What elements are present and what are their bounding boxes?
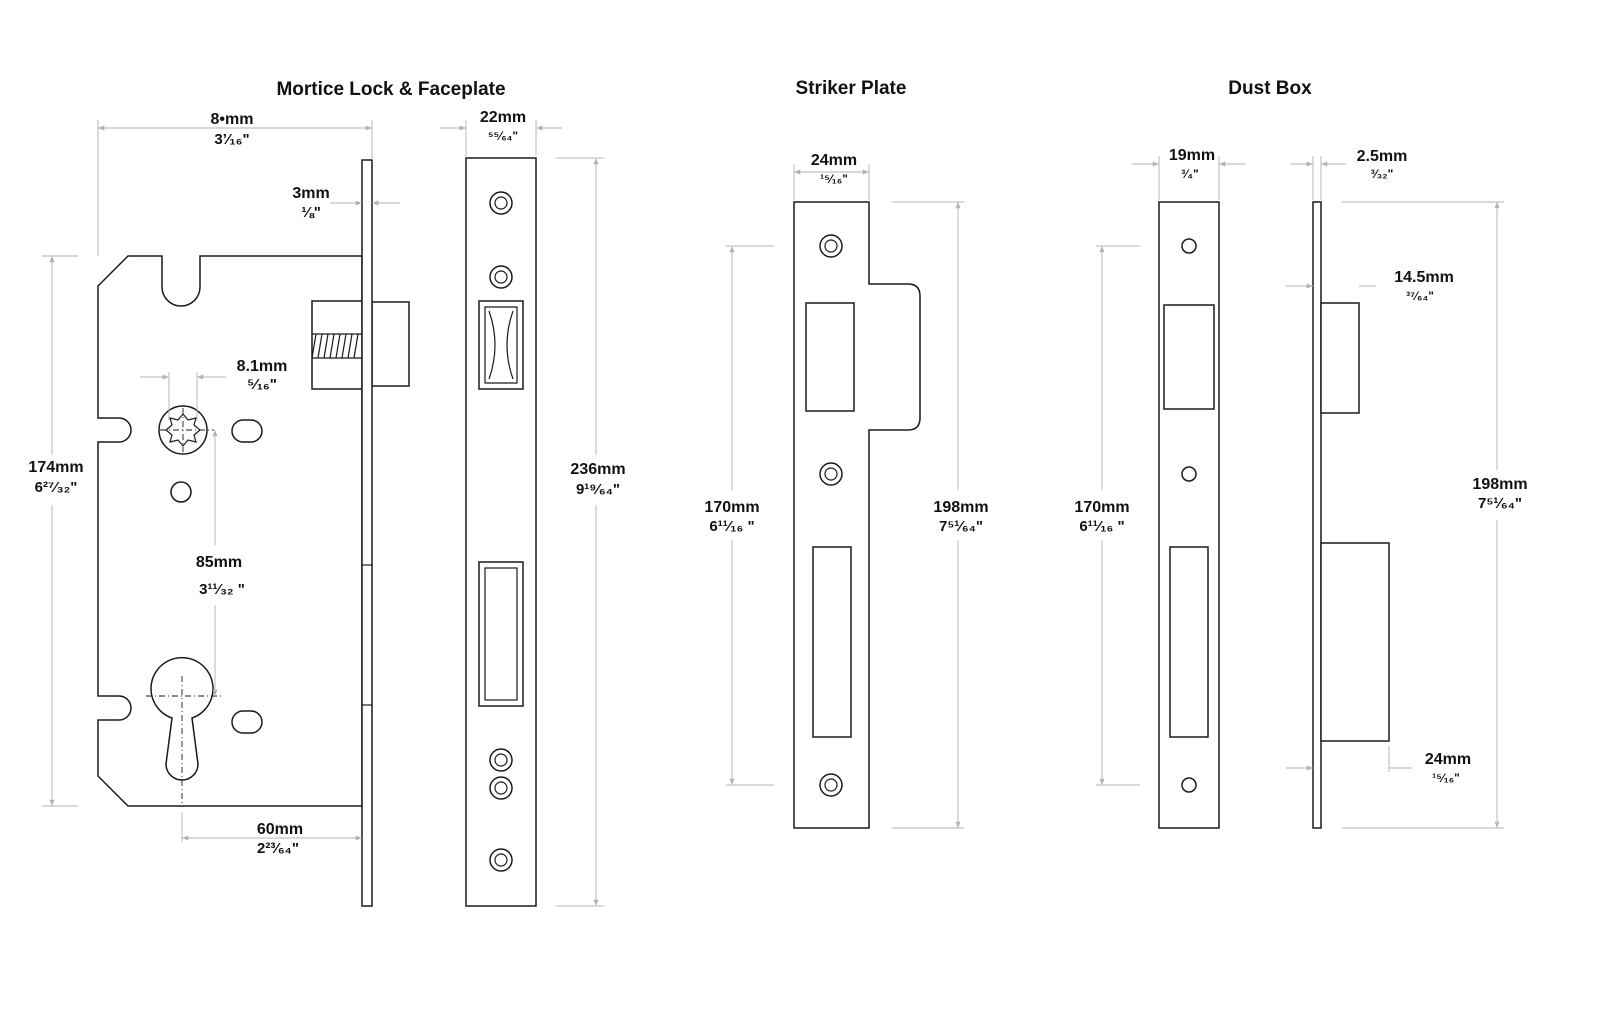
dim-cylinder-backset-inch: 2²³⁄₆₄" bbox=[257, 840, 299, 857]
dim-dust-thickness-mm: 2.5mm bbox=[1357, 148, 1408, 165]
dim-backset-inch: 3’⁄₁₆" bbox=[214, 131, 249, 148]
latch-head bbox=[371, 301, 410, 387]
dim-dust-width-inch: ³⁄₄" bbox=[1181, 167, 1198, 181]
latch-bolt bbox=[311, 300, 363, 390]
dimension-lines bbox=[42, 120, 1504, 907]
dim-cylinder-backset-mm: 60mm bbox=[257, 821, 303, 838]
bolt-strike-aperture bbox=[812, 546, 852, 738]
mortice-lock-body bbox=[97, 255, 410, 807]
dim-spindle-mm: 8.1mm bbox=[237, 358, 288, 375]
dim-striker-width-mm: 24mm bbox=[811, 152, 857, 169]
screw-hole bbox=[819, 462, 843, 486]
dim-dust-height-mm: 198mm bbox=[1472, 476, 1527, 493]
fixing-slot-lower bbox=[231, 710, 263, 734]
dim-centres-mm: 85mm bbox=[196, 554, 242, 571]
screw-hole bbox=[1181, 777, 1197, 793]
deadbolt-aperture bbox=[478, 561, 524, 707]
latch-aperture bbox=[1163, 304, 1215, 410]
fixing-slot-upper bbox=[231, 419, 263, 443]
dim-dust-inner-inch: 6¹¹⁄₁₆ " bbox=[1079, 518, 1124, 535]
screw-hole bbox=[1181, 238, 1197, 254]
dim-striker-inner-mm: 170mm bbox=[704, 499, 759, 516]
dim-backset-mm: 8•mm bbox=[211, 111, 254, 128]
dim-dust-thickness-inch: ³⁄₃₂" bbox=[1371, 167, 1394, 181]
dim-dust-box-depth-inch: ³⁷⁄₆₄" bbox=[1406, 289, 1434, 303]
dim-dust-box-lower-mm: 24mm bbox=[1425, 751, 1471, 768]
dim-faceplate-width-mm: 22mm bbox=[480, 109, 526, 126]
bolt-box bbox=[1320, 542, 1390, 742]
dim-dust-inner-mm: 170mm bbox=[1074, 499, 1129, 516]
screw-hole bbox=[489, 191, 513, 215]
fixing-hole bbox=[170, 481, 192, 503]
latch-spring bbox=[311, 333, 362, 359]
screw-hole bbox=[489, 748, 513, 772]
title-striker-plate: Striker Plate bbox=[796, 78, 907, 99]
bolt-aperture bbox=[1169, 546, 1209, 738]
screw-hole bbox=[819, 773, 843, 797]
title-dust-box: Dust Box bbox=[1228, 78, 1312, 99]
dim-faceplate-width-inch: ⁵⁵⁄₆₄" bbox=[488, 129, 518, 143]
dim-case-height-inch: 6²⁷⁄₃₂" bbox=[35, 479, 78, 496]
dim-faceplate-height-inch: 9¹⁹⁄₆₄" bbox=[576, 481, 620, 498]
dim-striker-width-inch: ¹⁵⁄₁₆" bbox=[820, 172, 848, 186]
latch-box bbox=[1320, 302, 1360, 414]
latch-strike-aperture bbox=[805, 302, 855, 412]
dim-dust-height-inch: 7⁵¹⁄₆₄" bbox=[1478, 495, 1522, 512]
dim-spindle-inch: ⁵⁄₁₆" bbox=[247, 376, 277, 393]
striker-plate bbox=[793, 201, 921, 829]
dust-box-front bbox=[1158, 201, 1220, 829]
screw-hole bbox=[819, 234, 843, 258]
screw-hole bbox=[489, 776, 513, 800]
faceplate-front bbox=[465, 157, 537, 907]
dim-faceplate-height-mm: 236mm bbox=[570, 461, 625, 478]
dust-box-side bbox=[1312, 201, 1390, 829]
dim-faceplate-thickness-mm: 3mm bbox=[292, 185, 329, 202]
dim-dust-box-lower-inch: ¹⁵⁄₁₆" bbox=[1432, 771, 1460, 785]
dimension-labels: 8•mm 3’⁄₁₆" 3mm ⅛" 22mm ⁵⁵⁄₆₄" 8.1mm ⁵⁄₁… bbox=[28, 109, 1527, 857]
dim-dust-box-depth-mm: 14.5mm bbox=[1394, 269, 1454, 286]
screw-hole bbox=[489, 265, 513, 289]
title-mortice-lock: Mortice Lock & Faceplate bbox=[276, 79, 505, 100]
screw-hole bbox=[1181, 466, 1197, 482]
screw-hole bbox=[489, 848, 513, 872]
dim-dust-width-mm: 19mm bbox=[1169, 147, 1215, 164]
spindle-star bbox=[165, 413, 201, 447]
dim-striker-height-inch: 7⁵¹⁄₆₄" bbox=[939, 518, 983, 535]
dim-faceplate-thickness-inch: ⅛" bbox=[301, 204, 321, 221]
dim-striker-height-mm: 198mm bbox=[933, 499, 988, 516]
latch-aperture bbox=[478, 300, 524, 390]
dim-case-height-mm: 174mm bbox=[28, 459, 83, 476]
dim-centres-inch: 3¹¹⁄₃₂ " bbox=[199, 581, 245, 598]
faceplate-side bbox=[361, 159, 373, 907]
dim-striker-inner-inch: 6¹¹⁄₁₆ " bbox=[709, 518, 754, 535]
